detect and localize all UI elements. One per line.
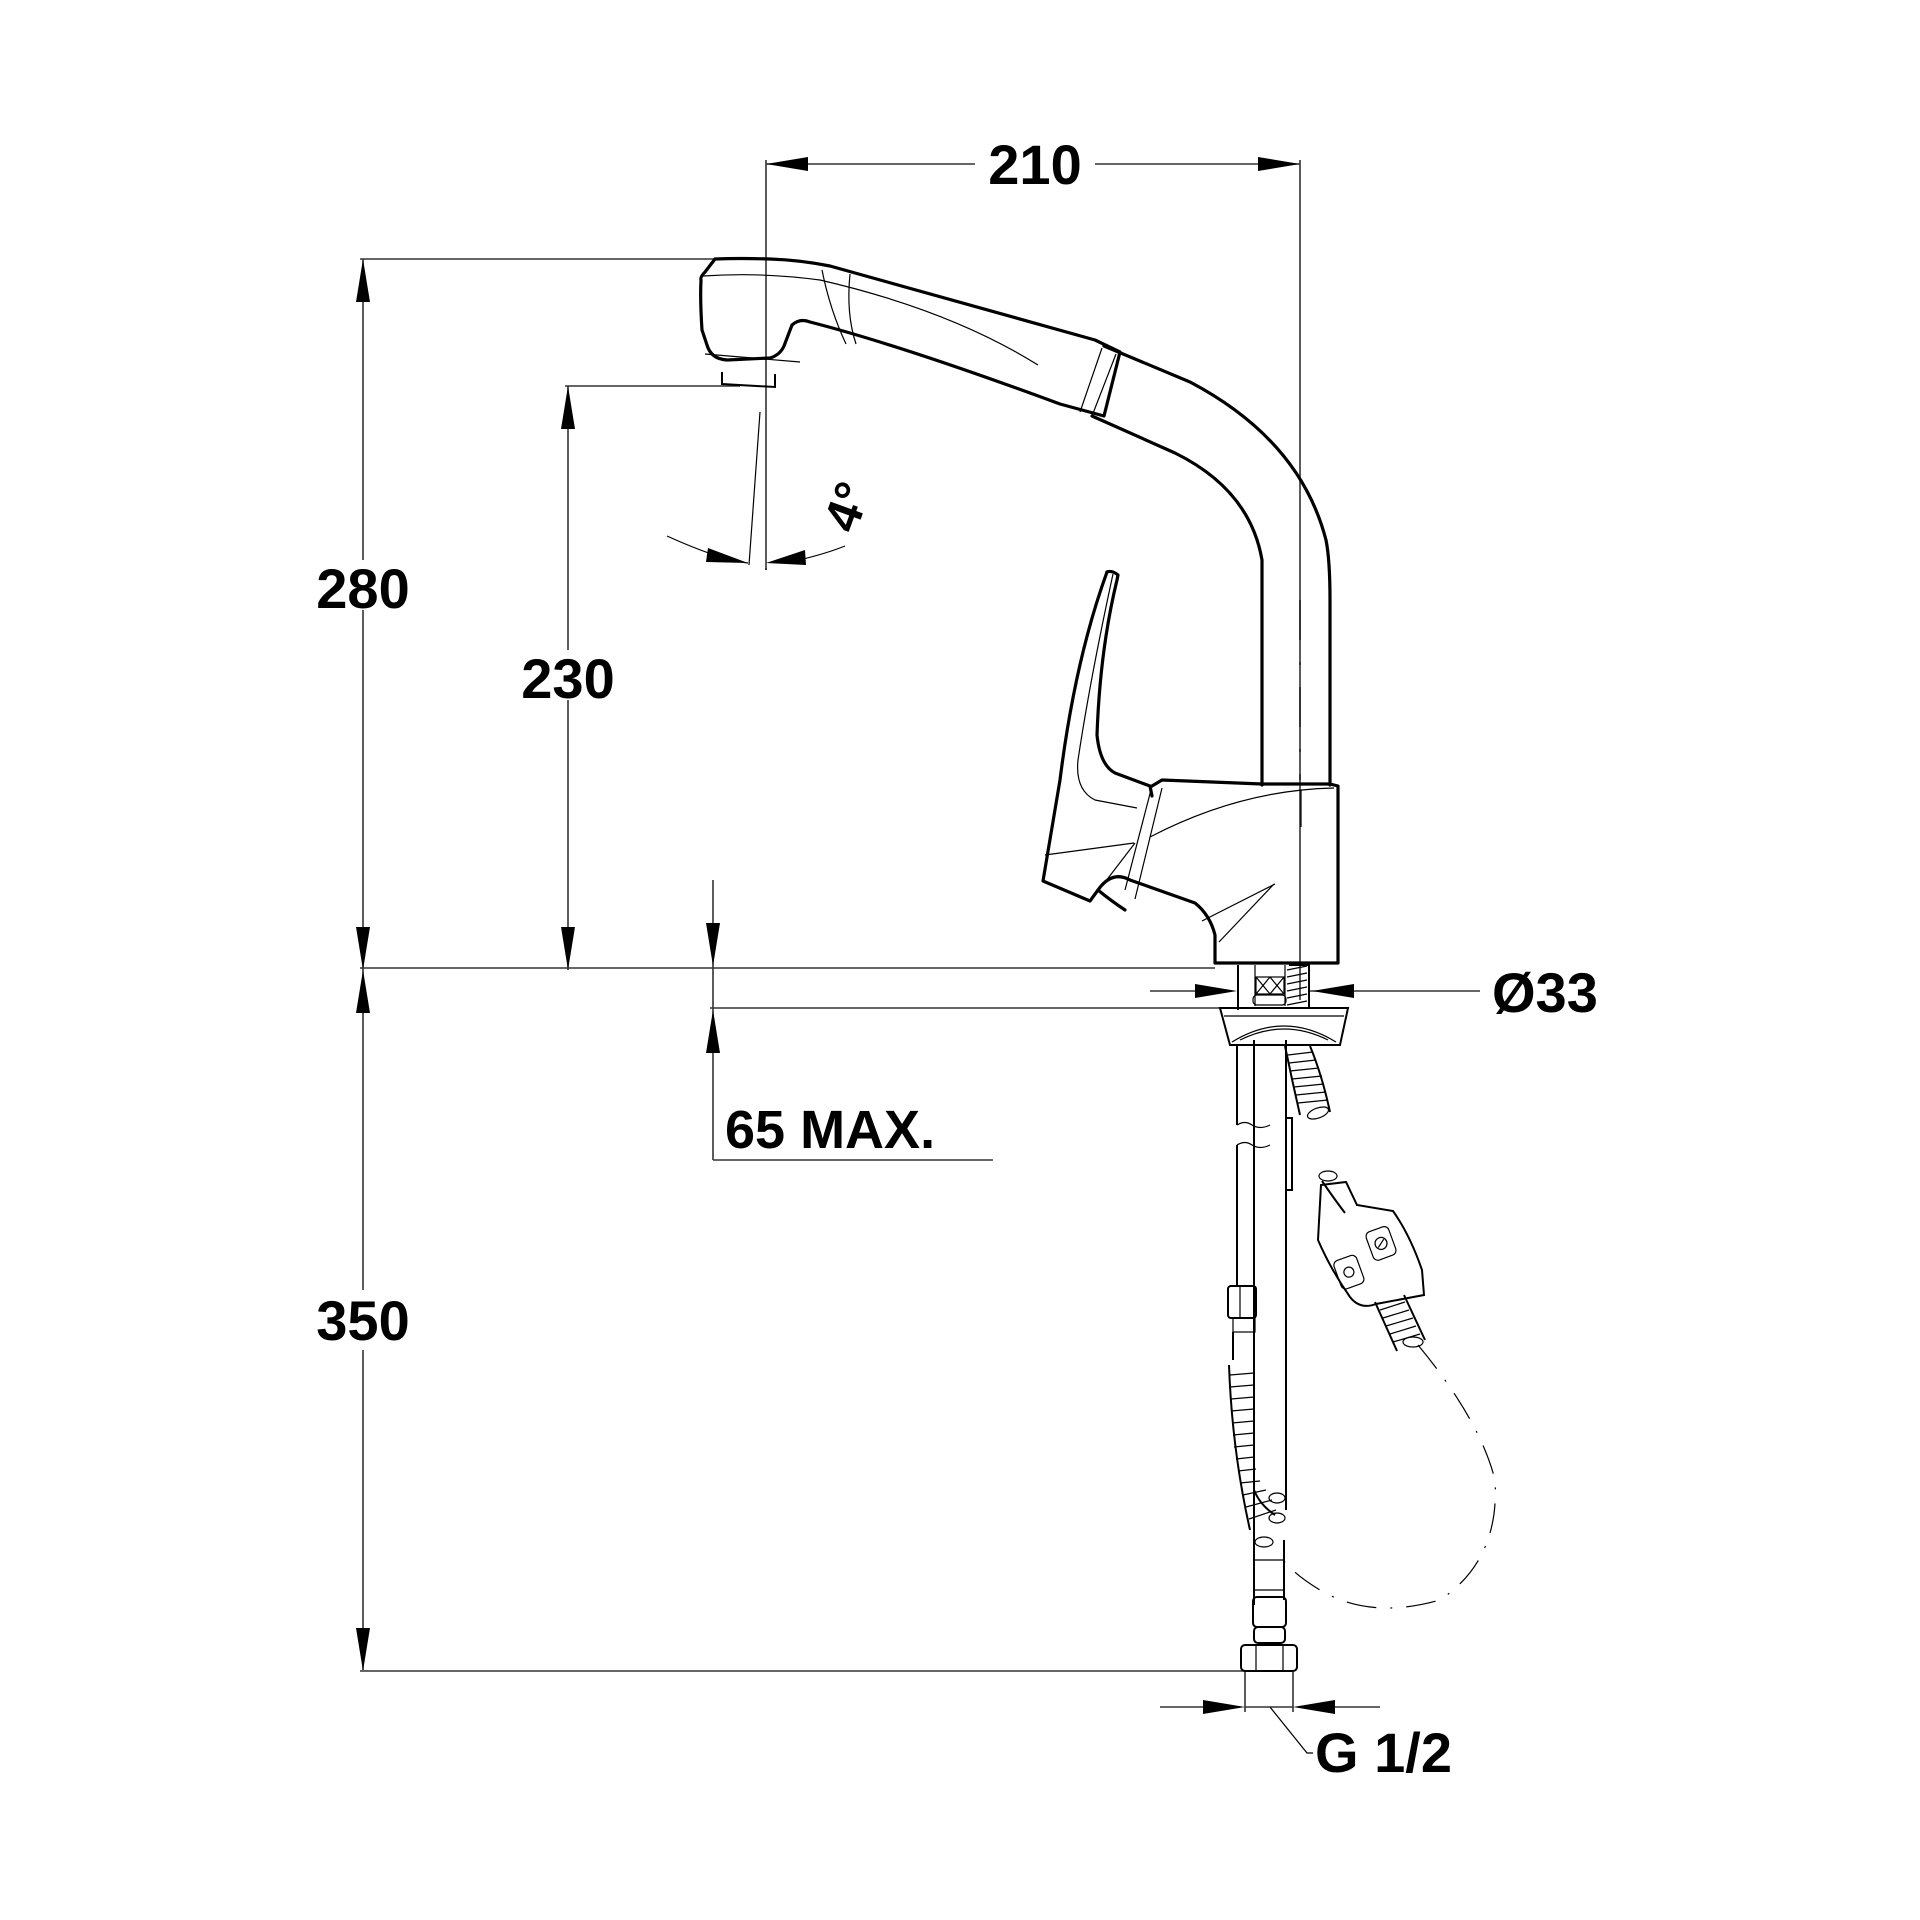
supply-pipes bbox=[1227, 1040, 1293, 1605]
dimension-total-height: 280 bbox=[316, 258, 760, 970]
dimension-label-diameter: Ø33 bbox=[1492, 961, 1598, 1024]
corrugated-hose-upper bbox=[1284, 1045, 1331, 1120]
corrugated-hose-left bbox=[1228, 1364, 1286, 1531]
faucet-lever-handle bbox=[1041, 569, 1154, 903]
dimension-hose-length: 350 bbox=[316, 970, 1245, 1672]
dimension-label-outlet-height: 230 bbox=[521, 647, 614, 710]
dimension-label-worktop: 65 MAX. bbox=[725, 1100, 935, 1160]
dimension-label-thread: G 1/2 bbox=[1315, 1721, 1452, 1784]
dimension-outlet-height: 230 bbox=[521, 385, 740, 970]
hose-loop-dashed bbox=[1282, 1344, 1496, 1609]
connection-pipe-g12 bbox=[1240, 1536, 1298, 1672]
dimension-spout-reach: 210 bbox=[765, 133, 1301, 1000]
dimension-spray-angle: 4° bbox=[666, 411, 882, 570]
mounting-shank bbox=[1218, 964, 1350, 1046]
hose-counterweight bbox=[1316, 1170, 1426, 1352]
dimension-connection-thread: G 1/2 bbox=[1160, 1672, 1452, 1784]
dimension-body-diameter: Ø33 bbox=[1150, 961, 1598, 1024]
shank-thread bbox=[1286, 965, 1308, 1006]
faucet-body bbox=[1096, 778, 1340, 965]
dimension-label-total-height: 280 bbox=[316, 557, 409, 620]
dimension-worktop-thickness: 65 MAX. bbox=[360, 880, 1220, 1161]
faucet-spout bbox=[699, 256, 1332, 787]
dimension-label-angle: 4° bbox=[813, 475, 882, 539]
dimension-label-hose-length: 350 bbox=[316, 1289, 409, 1352]
dimension-label-reach: 210 bbox=[988, 133, 1081, 196]
